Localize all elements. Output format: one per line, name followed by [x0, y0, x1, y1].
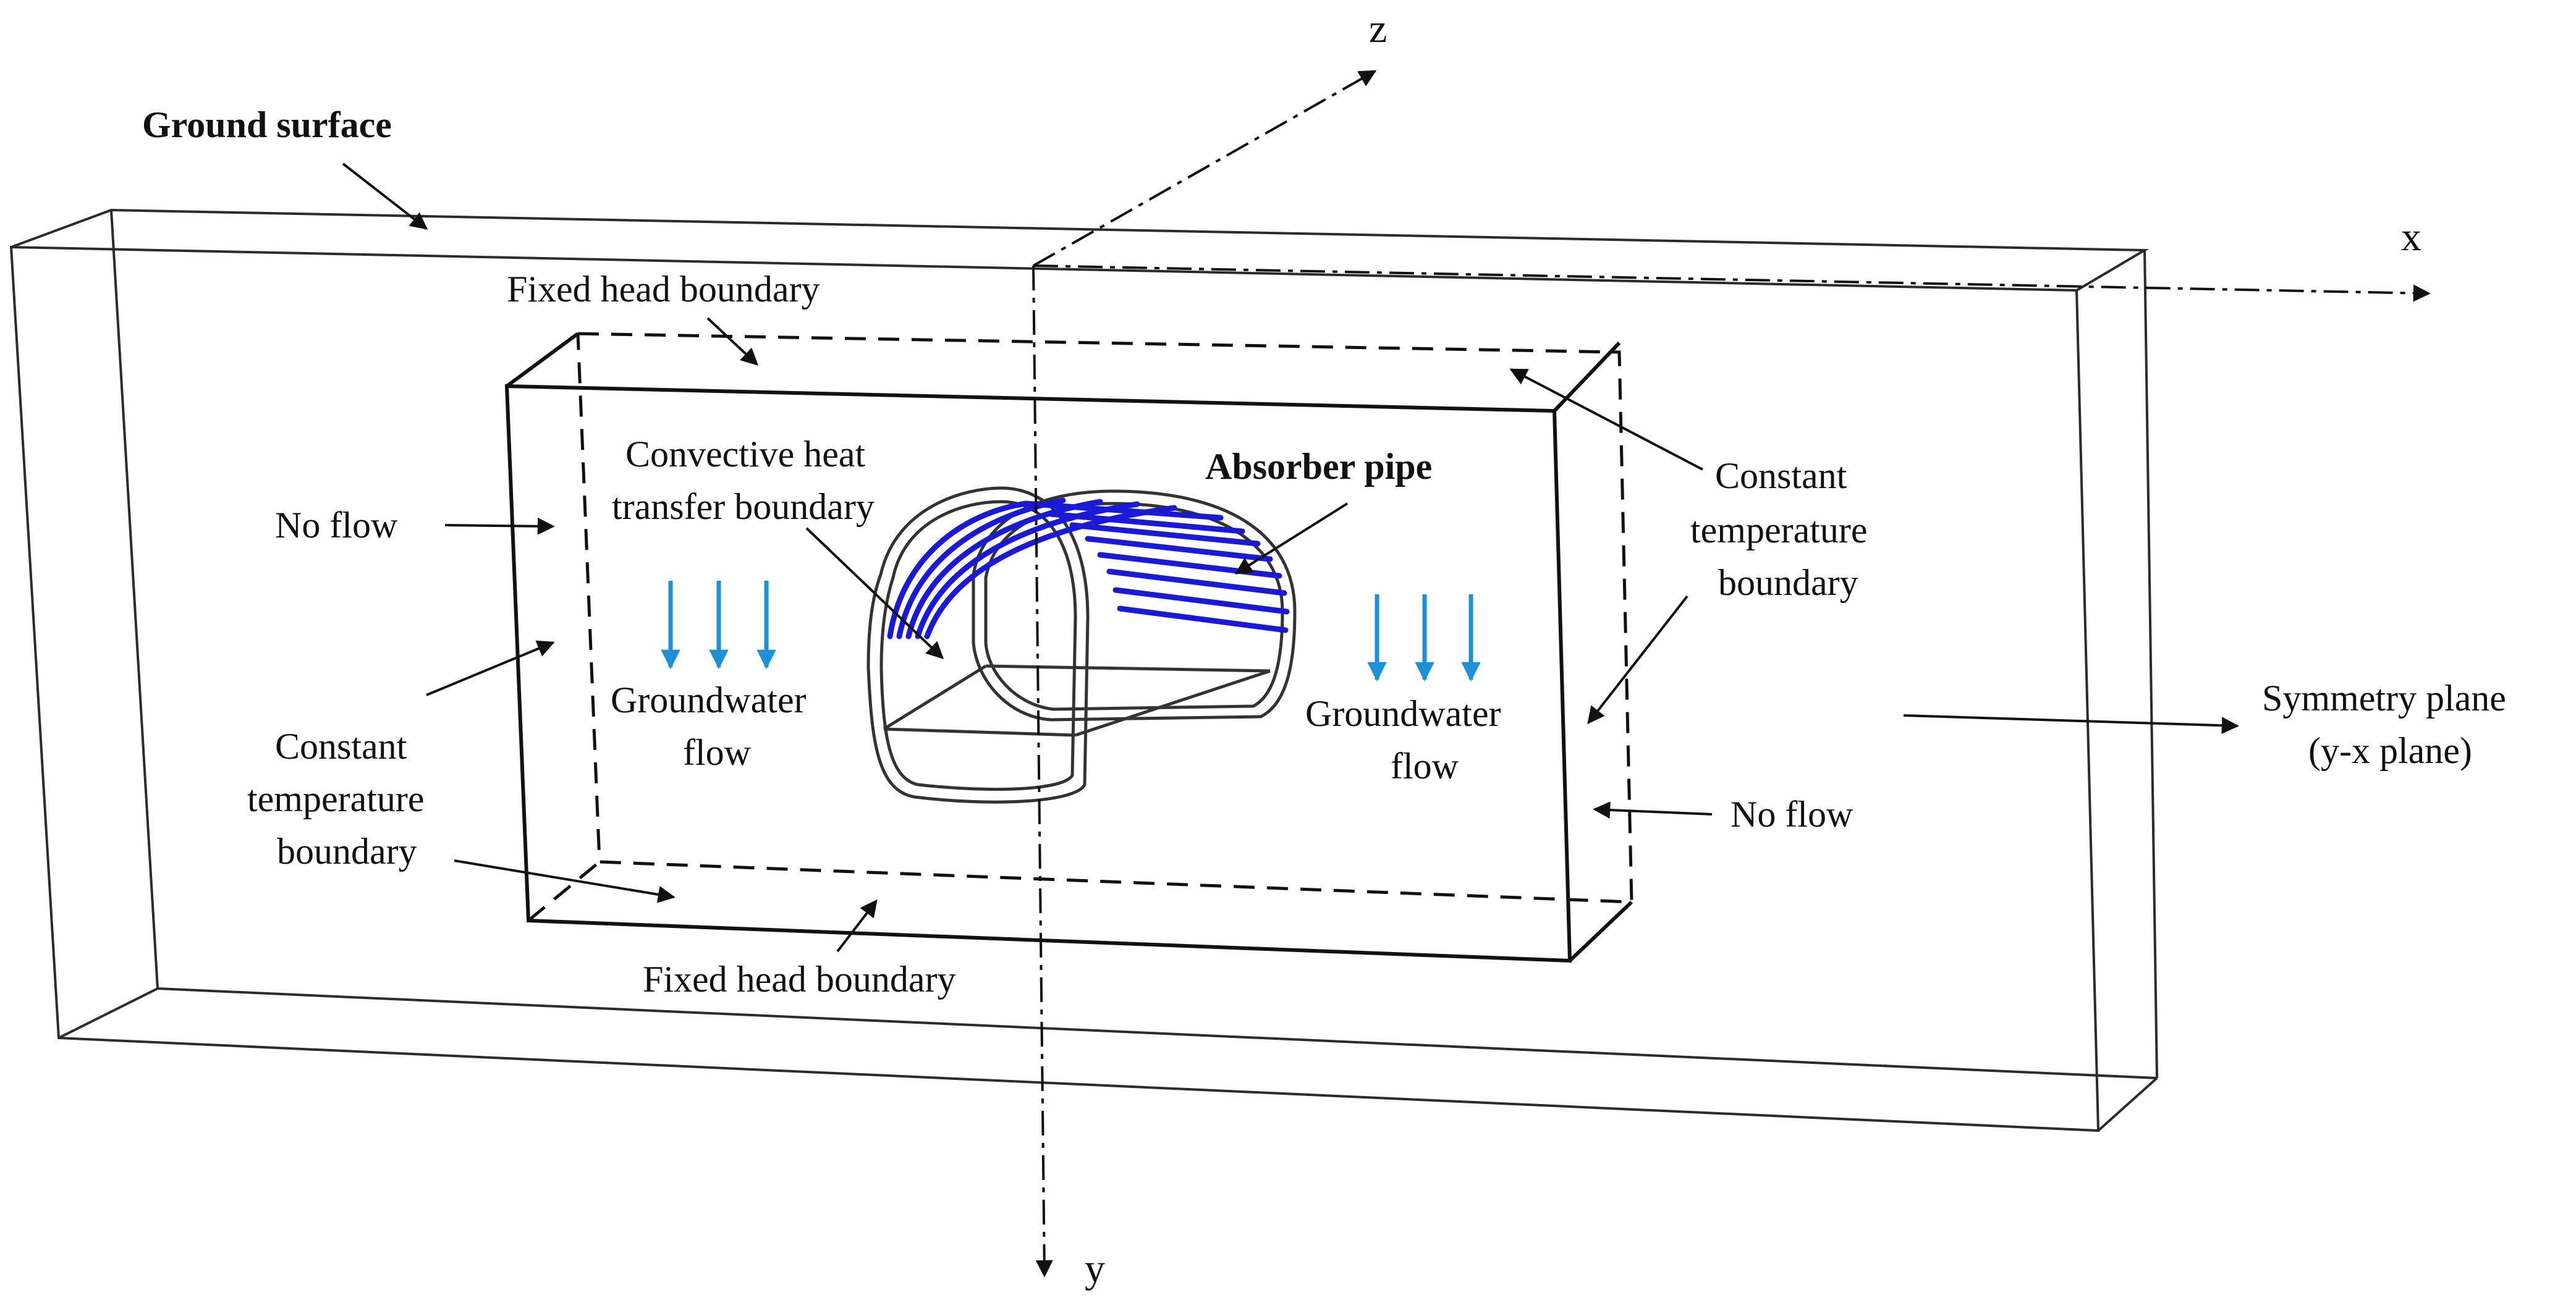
- pointer-convective: [805, 527, 944, 659]
- ground-surface-label: Ground surface: [142, 104, 392, 145]
- outer-box-bottom-back: [157, 987, 2158, 1079]
- absorber-pipes: [887, 497, 1290, 639]
- z-axis-label: z: [1369, 6, 1387, 51]
- absorber-rung-4: [1085, 536, 1273, 562]
- pointer-constant-temp-left-bottom: [454, 859, 676, 903]
- outer-box-top-back: [11, 208, 2150, 292]
- pointer-constant-temp-right-bottom: [1587, 595, 1688, 725]
- absorber-pipe-3: [905, 499, 1103, 639]
- groundwater-right-line2: flow: [1391, 746, 1459, 786]
- groundwater-flow-arrows-left: [661, 581, 776, 670]
- z-axis: [1033, 70, 1377, 267]
- inner-domain-box: [504, 332, 1633, 963]
- inner-box-top-right-depth: [1553, 341, 1621, 413]
- inner-box-top-left-depth: [506, 332, 579, 388]
- absorber-pipe-2: [896, 497, 1066, 639]
- inner-box-bottom-right-depth: [1568, 900, 1633, 963]
- tunnel-front-outer: [866, 486, 1090, 804]
- absorber-pipe-4: [915, 501, 1140, 639]
- tunnel-floor-back: [985, 664, 1271, 673]
- pointer-constant-temp-left-top: [426, 640, 555, 696]
- constant-temp-left-line1: Constant: [275, 726, 407, 767]
- groundwater-left-line1: Groundwater: [611, 680, 807, 720]
- pointer-symmetry-plane: [1903, 714, 2239, 735]
- constant-temp-right-line2: temperature: [1690, 510, 1868, 550]
- y-axis-label: y: [1085, 1246, 1105, 1291]
- pointer-absorber-pipe: [1234, 502, 1349, 575]
- no-flow-left-label: No flow: [275, 505, 398, 546]
- constant-temp-left-line2: temperature: [247, 778, 425, 819]
- convective-label-line1: Convective heat: [625, 434, 866, 474]
- no-flow-right-label: No flow: [1731, 794, 1854, 835]
- pointer-fixed-head-top: [706, 317, 759, 366]
- pointer-no-flow-left: [444, 517, 555, 535]
- label-pointers: [342, 162, 2239, 953]
- tunnel-front-inner: [879, 500, 1077, 791]
- outer-box-bottom-right-depth: [2097, 1077, 2158, 1132]
- constant-temp-right-line1: Constant: [1715, 455, 1847, 496]
- outer-box-bottom-left-depth: [58, 987, 158, 1039]
- x-axis: [1033, 264, 2431, 302]
- constant-temp-left-line3: boundary: [277, 831, 417, 872]
- outer-box-front-face: [9, 245, 2100, 1132]
- absorber-rung-2: [1048, 511, 1245, 534]
- constant-temp-right-line3: boundary: [1718, 562, 1858, 603]
- tunnel-floor-front: [883, 727, 1076, 737]
- tunnel-floor-right: [1075, 669, 1271, 737]
- absorber-pipe-1: [887, 500, 1029, 639]
- groundwater-right-line1: Groundwater: [1305, 693, 1501, 734]
- x-axis-label: x: [2401, 214, 2421, 259]
- fixed-head-bottom-label: Fixed head boundary: [643, 959, 956, 1000]
- outer-box-left-back-edge: [110, 209, 159, 989]
- absorber-rung-6: [1106, 568, 1287, 596]
- inner-box-back-face: [576, 332, 1633, 904]
- absorber-rung-7: [1112, 587, 1290, 615]
- pointer-ground-surface: [342, 162, 428, 230]
- tunnel-floor-left: [883, 664, 987, 731]
- inner-box-bottom-left-depth: [527, 861, 601, 922]
- pointer-no-flow-right: [1593, 801, 1713, 819]
- tunnel-back-outer: [972, 489, 1297, 722]
- convective-label-line2: transfer boundary: [612, 486, 875, 527]
- tunnel-lining: [866, 486, 1297, 804]
- symmetry-plane-line2: (y-x plane): [2308, 730, 2472, 771]
- outer-box-right-back-edge: [2143, 250, 2158, 1079]
- absorber-rung-3: [1069, 522, 1261, 547]
- outer-domain-box: [9, 208, 2158, 1132]
- groundwater-flow-arrows-right: [1367, 594, 1481, 682]
- groundwater-left-line2: flow: [683, 732, 752, 773]
- y-axis: [1032, 265, 1053, 1278]
- inner-domain-box-hidden-edges: [527, 332, 1633, 922]
- pointer-constant-temp-right-top: [1509, 368, 1703, 471]
- fixed-head-top-label: Fixed head boundary: [507, 269, 820, 310]
- absorber-rung-8: [1117, 605, 1289, 633]
- absorber-pipe-label: Absorber pipe: [1205, 446, 1432, 487]
- symmetry-plane-line1: Symmetry plane: [2262, 678, 2506, 719]
- absorber-pipe-5: [924, 505, 1177, 639]
- pointer-fixed-head-bottom: [836, 899, 878, 953]
- coordinate-axes: [1032, 70, 2431, 1278]
- absorber-rung-1: [1023, 500, 1224, 521]
